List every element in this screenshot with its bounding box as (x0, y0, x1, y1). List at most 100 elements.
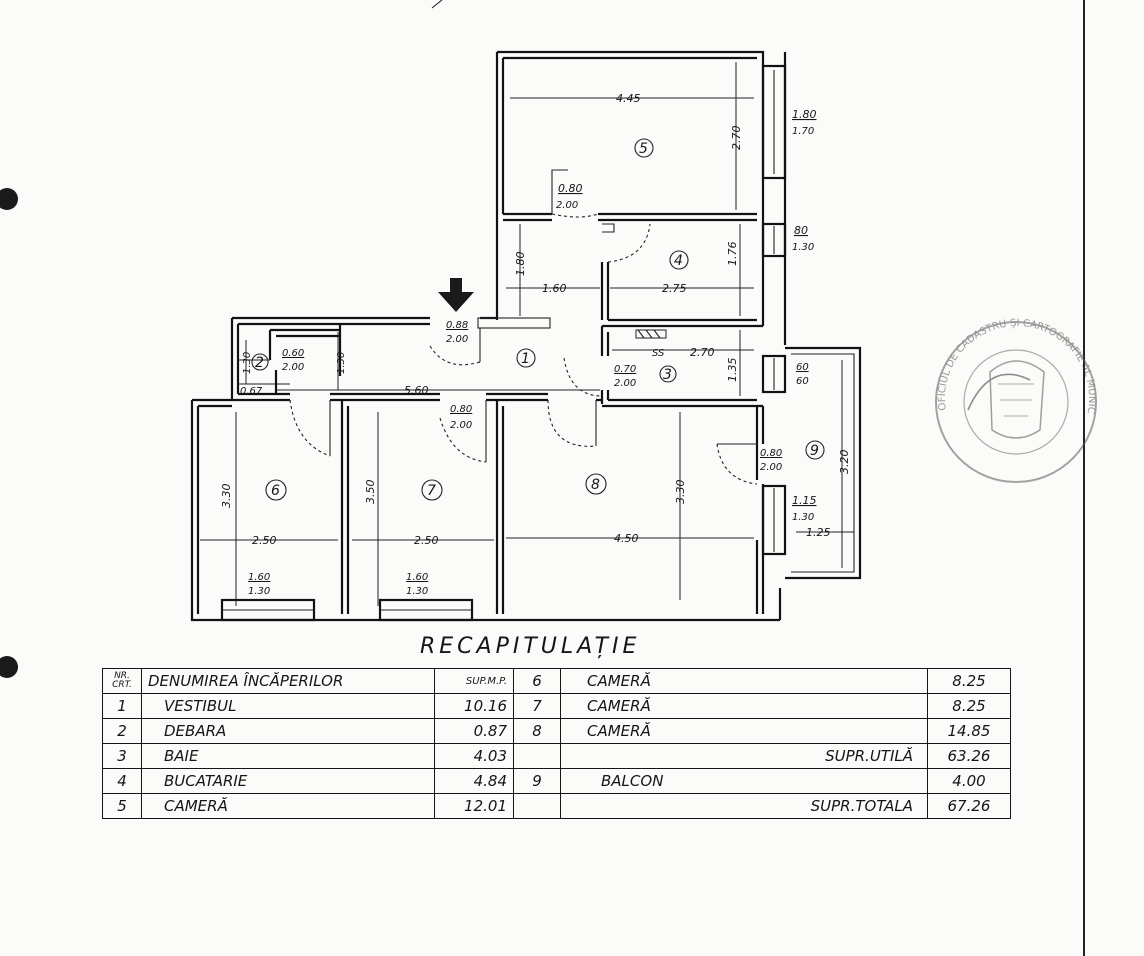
cell-area2: 67.26 (927, 793, 1011, 819)
dim-r3-window-h: 60 (796, 376, 809, 387)
cell-name2: CAMERĂ (560, 668, 928, 694)
dim-corridor-height: 1.30 (336, 352, 347, 374)
doors (289, 169, 758, 485)
dimension-lines (200, 62, 854, 606)
room-3-label: 3 (663, 367, 672, 383)
cell-nr2: 7 (513, 693, 561, 719)
room-1-label: 1 (521, 351, 530, 367)
cell-area: 12.01 (434, 793, 514, 819)
cell-name: CAMERĂ (141, 793, 435, 819)
cell-area: 4.84 (434, 768, 514, 794)
table-row: 3 BAIE 4.03 SUPR.UTILĂ 63.26 (102, 743, 1011, 769)
cell-nr: 2 (102, 718, 142, 744)
cell-name2: CAMERĂ (560, 693, 928, 719)
cadastre-stamp: OFICIUL DE CADASTRU ȘI CARTOGRAFIE AL MU… (0, 0, 1097, 483)
dim-r9-window-h: 1.30 (792, 512, 814, 523)
room-2-label: 2 (255, 355, 264, 371)
dim-hall-horizontal: 1.60 (542, 282, 567, 295)
binder-hole-top (0, 188, 18, 210)
dim-r3-width: 2.70 (690, 346, 715, 359)
dim-r3-door-w: 0.70 (614, 364, 636, 375)
cell-area2: 8.25 (927, 668, 1011, 694)
cell-nr: 3 (102, 743, 142, 769)
floor-plan: 4.45 2.70 1.80 1.70 0.80 2.00 1.80 1.60 … (0, 0, 1097, 622)
table-row: 1 VESTIBUL 10.16 7 CAMERĂ 8.25 (102, 693, 1011, 719)
cell-name: BUCATARIE (141, 768, 435, 794)
table-row: NR. CRT. DENUMIREA ÎNCĂPERILOR SUP.M.P. … (102, 668, 1011, 694)
cell-nr2 (513, 743, 561, 769)
dim-r5-width: 4.45 (616, 92, 641, 105)
dim-r4-window-w: 80 (794, 224, 808, 237)
entry-arrow-icon (438, 278, 474, 312)
dim-r3-door-h: 2.00 (614, 378, 636, 389)
dim-r2-door-h: 2.00 (282, 362, 304, 373)
header-nr: NR. CRT. (102, 668, 142, 694)
coat-of-arms-icon (989, 360, 1045, 439)
svg-text:OFICIUL DE CADASTRU ȘI CARTOGR: OFICIUL DE CADASTRU ȘI CARTOGRAFIE AL MU… (0, 0, 1097, 414)
dim-r5-door-w: 0.80 (558, 182, 583, 195)
cell-name: DEBARA (141, 718, 435, 744)
dim-r7-height: 3.50 (364, 480, 377, 505)
dim-r6-window-h: 1.30 (248, 586, 270, 597)
dim-r7-width: 2.50 (414, 534, 439, 547)
dim-r9-door-h: 2.00 (760, 462, 782, 473)
cell-name: VESTIBUL (141, 693, 435, 719)
room-7-label: 7 (427, 483, 436, 499)
dim-entry-door-h: 2.00 (446, 334, 468, 345)
dim-corridor-length: 5.60 (404, 384, 429, 397)
binder-hole-bottom (0, 656, 18, 678)
room-numbers: 5 4 1 2 3 9 6 7 8 (251, 138, 825, 501)
dim-r5-window-w: 1.80 (792, 108, 817, 121)
header-nr-text: NR. (114, 671, 130, 681)
dim-entry-door-w: 0.88 (446, 320, 468, 331)
sink-icon (635, 329, 667, 339)
cell-area2: 14.85 (927, 718, 1011, 744)
dim-r7-door-h: 2.00 (450, 420, 472, 431)
room-6-label: 6 (271, 483, 280, 499)
cell-area: 4.03 (434, 743, 514, 769)
recap-table: NR. CRT. DENUMIREA ÎNCĂPERILOR SUP.M.P. … (102, 668, 1011, 819)
dim-r3-window-w: 60 (796, 362, 809, 373)
table-row: 5 CAMERĂ 12.01 SUPR.TOTALA 67.26 (102, 793, 1011, 819)
cell-name2: CAMERĂ (560, 718, 928, 744)
dim-r7-window-h: 1.30 (406, 586, 428, 597)
room-4-label: 4 (674, 253, 683, 269)
dim-r7-door-w: 0.80 (450, 404, 472, 415)
stamp-text: OFICIUL DE CADASTRU ȘI CARTOGRAFIE AL MU… (0, 0, 1097, 414)
dim-r9-width: 1.25 (806, 526, 831, 539)
dim-r6-window-w: 1.60 (248, 572, 270, 583)
cell-name: BAIE (141, 743, 435, 769)
dim-r5-window-h: 1.70 (792, 126, 814, 137)
dim-r4-window-h: 1.30 (792, 242, 814, 253)
dim-r6-height: 3.30 (220, 484, 233, 509)
dim-r2-door-w: 0.60 (282, 348, 304, 359)
cell-nr2: 8 (513, 718, 561, 744)
cell-area: 10.16 (434, 693, 514, 719)
dim-r8-height: 3.30 (674, 480, 687, 505)
dim-r2-width: 0.67 (240, 386, 263, 397)
dim-r2-height: 1.30 (242, 352, 253, 374)
room-8-label: 8 (591, 477, 600, 493)
cell-name2: SUPR.TOTALA (560, 793, 928, 819)
cell-area2: 8.25 (927, 693, 1011, 719)
dim-r5-height: 2.70 (730, 126, 743, 151)
cell-name2: BALCON (560, 768, 928, 794)
table-row: 2 DEBARA 0.87 8 CAMERĂ 14.85 (102, 718, 1011, 744)
room-9-label: 9 (810, 443, 819, 459)
dim-r4-width: 2.75 (662, 282, 687, 295)
room-5-label: 5 (639, 141, 648, 157)
recap-title: RECAPITULAȚIE (420, 634, 641, 659)
header-area: SUP.M.P. (434, 668, 514, 694)
header-crt-text: CRT. (112, 680, 132, 690)
dim-r7-window-w: 1.60 (406, 572, 428, 583)
paper-edge (1083, 0, 1085, 956)
header-name: DENUMIREA ÎNCĂPERILOR (141, 668, 435, 694)
walls (190, 50, 862, 622)
dim-r5-door-h: 2.00 (556, 200, 578, 211)
dim-r8-width: 4.50 (614, 532, 639, 545)
cell-area2: 63.26 (927, 743, 1011, 769)
dim-r6-width: 2.50 (252, 534, 277, 547)
cell-nr: 4 (102, 768, 142, 794)
cell-name2: SUPR.UTILĂ (560, 743, 928, 769)
cell-nr2: 9 (513, 768, 561, 794)
